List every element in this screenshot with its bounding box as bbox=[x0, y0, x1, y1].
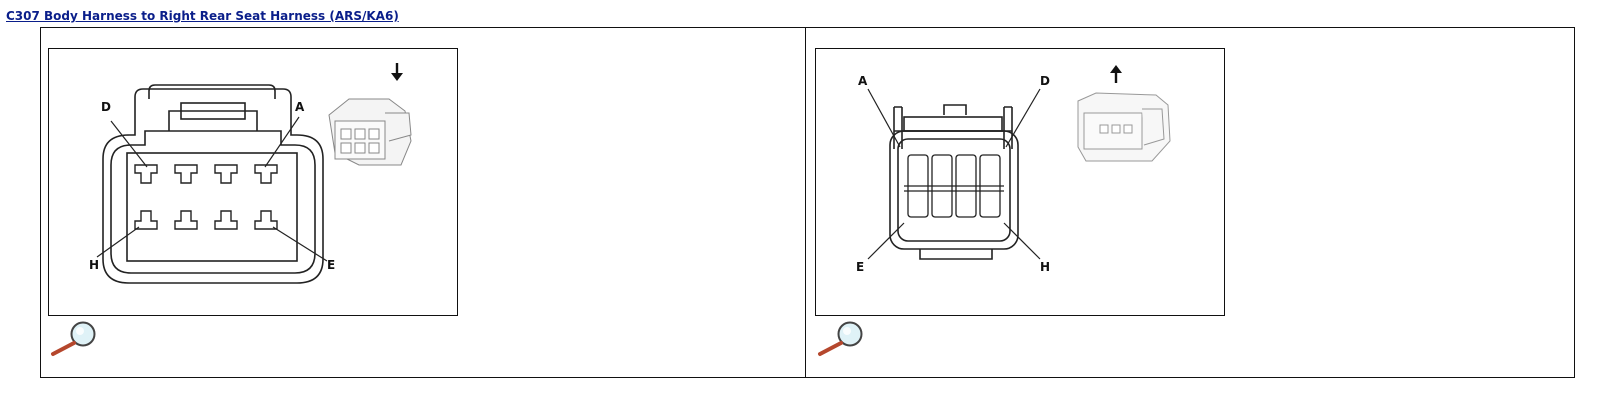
table-cell-divider bbox=[805, 27, 806, 378]
pin-label-a: A bbox=[858, 74, 868, 88]
arrow-up-icon bbox=[1110, 65, 1122, 83]
connector-iso-view-left bbox=[328, 98, 412, 166]
magnifier-icon[interactable] bbox=[812, 318, 868, 358]
pin-label-h: H bbox=[1040, 260, 1050, 274]
connector-views-table bbox=[40, 27, 1575, 378]
connector-face-view-left: D A H E bbox=[48, 48, 458, 316]
pin-label-e: E bbox=[327, 258, 335, 272]
pin-label-e: E bbox=[856, 260, 864, 274]
connector-iso-view-right bbox=[1077, 92, 1171, 162]
pin-label-d: D bbox=[101, 100, 111, 114]
connector-drawing-left: D A H E bbox=[89, 63, 412, 284]
magnifier-icon[interactable] bbox=[45, 318, 101, 358]
pin-label-a: A bbox=[295, 100, 305, 114]
connector-title-link[interactable]: C307 Body Harness to Right Rear Seat Har… bbox=[6, 9, 399, 23]
connector-face-view-right: A D E H bbox=[815, 48, 1225, 316]
pin-label-d: D bbox=[1040, 74, 1050, 88]
pin-label-h: H bbox=[89, 258, 99, 272]
connector-drawing-right: A D E H bbox=[856, 65, 1171, 274]
arrow-down-icon bbox=[391, 63, 403, 81]
